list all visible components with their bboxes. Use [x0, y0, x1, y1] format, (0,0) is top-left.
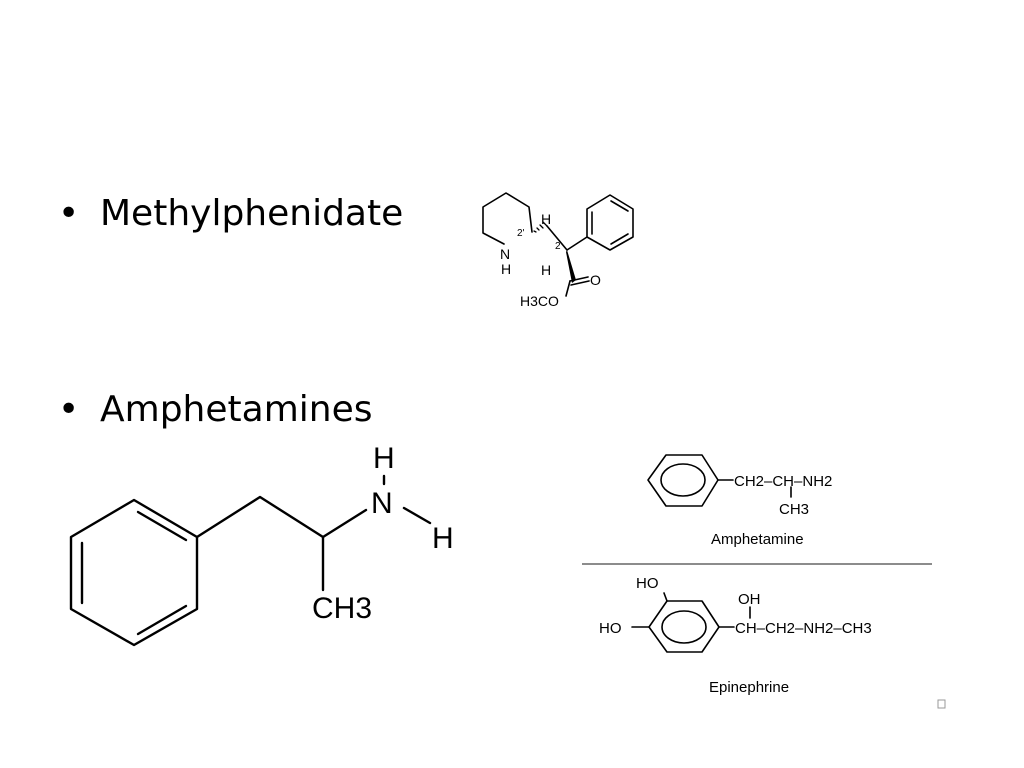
- phenyl-ring: [586, 194, 634, 251]
- stereo-label-2prime: 2': [517, 228, 525, 239]
- amphetamine-methyl: CH3: [779, 501, 809, 518]
- bullet-marker: •: [58, 193, 80, 234]
- piperidine-ring: [482, 192, 533, 245]
- epinephrine-ho-left: HO: [599, 620, 622, 637]
- bullet-label: Amphetamines: [100, 389, 373, 430]
- epinephrine-chain: CH–CH2–NH2–CH3: [735, 620, 872, 637]
- bullet-methylphenidate: • Methylphenidate: [58, 192, 403, 236]
- hashed-bond: [533, 221, 548, 233]
- amphetamine-skeletal-structure: H N H CH3: [69, 442, 454, 647]
- bullet-marker: •: [58, 389, 80, 430]
- stereo-label-2: 2: [555, 241, 561, 252]
- amphetamine-chain: CH2–CH–NH2: [734, 473, 832, 490]
- epinephrine-ho-top: HO: [636, 575, 659, 592]
- group-ch3: CH3: [312, 592, 372, 625]
- atom-o: O: [590, 272, 601, 288]
- benzene-ring: [631, 592, 751, 653]
- side-chain: [195, 474, 432, 592]
- benzene-ring: [647, 454, 792, 507]
- atom-n: N: [371, 487, 393, 520]
- atom-nh: H: [501, 261, 511, 277]
- epinephrine-oh: OH: [738, 591, 761, 608]
- bullet-label: Methylphenidate: [100, 193, 404, 234]
- atom-h-right: H: [432, 522, 454, 555]
- atom-h-low: H: [541, 262, 551, 278]
- atom-n: N: [500, 246, 510, 262]
- group-h3co: H3CO: [520, 293, 559, 309]
- amphetamine-formula: CH2–CH–NH2 CH3 Amphetamine: [647, 454, 832, 548]
- benzene-ring: [69, 498, 199, 647]
- atom-h-top: H: [373, 442, 395, 475]
- corner-mark: [937, 699, 946, 709]
- atom-h-top: H: [541, 211, 551, 227]
- amphetamine-caption: Amphetamine: [711, 531, 804, 548]
- epinephrine-formula: HO HO OH CH–CH2–NH2–CH3 Epinephrine: [599, 575, 872, 696]
- bullet-amphetamines: • Amphetamines: [58, 388, 372, 432]
- epinephrine-caption: Epinephrine: [709, 679, 789, 696]
- methylphenidate-structure: H 2' 2 N H H O H3CO: [482, 192, 634, 309]
- wedge-bond: [566, 250, 576, 283]
